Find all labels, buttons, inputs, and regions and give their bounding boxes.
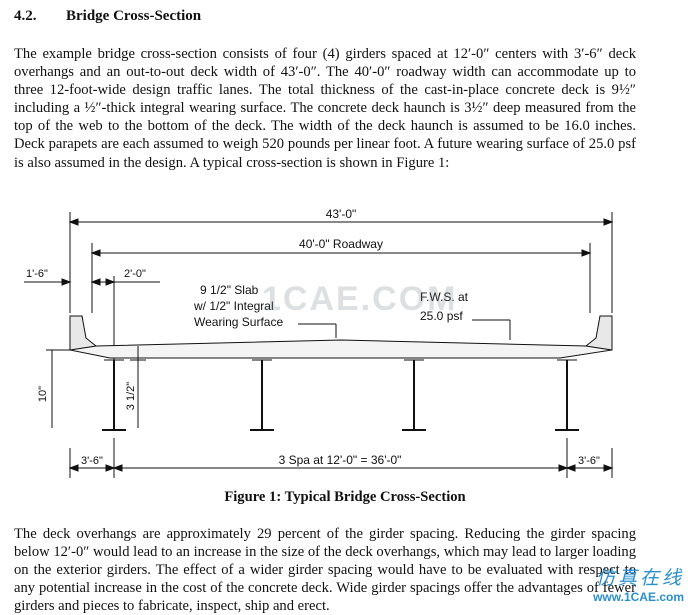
label-offset: 2'-0" [124, 268, 146, 280]
label-haunch: 3 1/2" [125, 382, 137, 410]
intro-paragraph: The example bridge cross-section consist… [14, 46, 636, 171]
section-heading: 4.2. Bridge Cross-Section [14, 8, 201, 25]
cross-section-figure: 43'-0" 40'-0" Roadway 1'-6" 2'-0" 9 1/2"… [24, 207, 614, 478]
label-depth-10: 10" [37, 386, 49, 402]
watermark-corner: 仿真在线 www.1CAE.com [593, 563, 684, 604]
section-title: Bridge Cross-Section [66, 8, 202, 24]
label-overhang-left: 3'-6" [81, 455, 103, 467]
label-spacing: 3 Spa at 12'-0" = 36'-0" [279, 453, 402, 467]
watermark-cn: 仿真在线 [595, 568, 684, 589]
watermark-center: 1CAE.COM [262, 280, 458, 318]
label-roadway: 40'-0" Roadway [299, 237, 383, 251]
parapet-right [584, 315, 613, 351]
arrow [68, 218, 79, 226]
arrow [603, 218, 614, 226]
label-parapet: 1'-6" [26, 268, 48, 280]
figure-caption: Figure 1: Typical Bridge Cross-Section [224, 489, 466, 505]
parapet-left [69, 315, 98, 351]
girder-4 [555, 359, 579, 431]
label-slab-3: Wearing Surface [194, 315, 283, 329]
overhang-paragraph: The deck overhangs are approximately 29 … [14, 526, 636, 615]
label-slab-2: w/ 1/2" Integral [193, 299, 274, 313]
girder-1 [102, 359, 126, 431]
label-fws-2: 25.0 psf [420, 309, 463, 323]
label-slab-1: 9 1/2" Slab [200, 283, 259, 297]
girder-2 [250, 359, 274, 431]
label-fws-1: F.W.S. at [420, 290, 469, 304]
label-overhang-right: 3'-6" [578, 455, 600, 467]
deck-slab [69, 315, 613, 359]
girder-3 [402, 359, 426, 431]
section-number: 4.2. [14, 8, 37, 24]
watermark-url: www.1CAE.com [593, 590, 684, 604]
label-total-width: 43'-0" [326, 207, 357, 221]
